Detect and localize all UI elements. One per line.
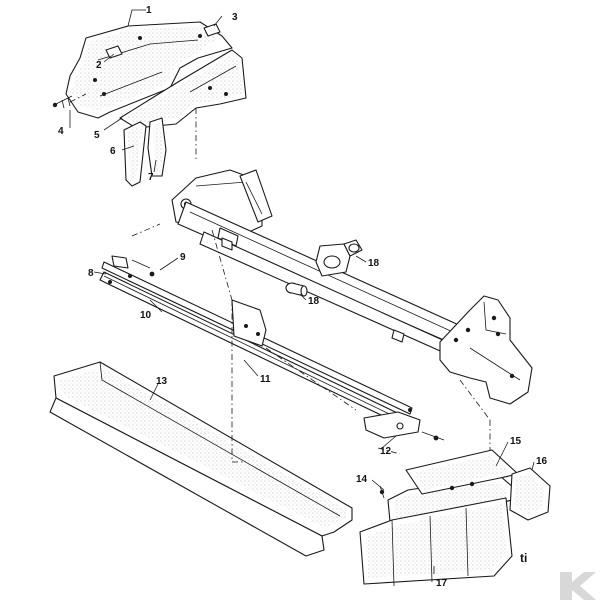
callout-14: 14	[356, 474, 368, 485]
callout-18-lower: 18	[308, 296, 320, 307]
brand-logo	[560, 572, 596, 600]
side-shield-left	[123, 121, 147, 187]
callout-2: 2	[96, 60, 102, 71]
callout-11: 11	[260, 374, 271, 385]
front-skirt-shield	[49, 361, 353, 557]
callout-8: 8	[88, 268, 94, 279]
callout-6: 6	[110, 146, 116, 157]
callout-10: 10	[140, 310, 152, 321]
leader-lines	[69, 9, 535, 574]
callout-labels: 1 2 3 4 5 6 7 8 9 10 11 12 13 14 15 16 1…	[58, 5, 548, 589]
right-guard-assembly	[359, 449, 551, 587]
callout-4: 4	[58, 126, 64, 137]
callout-1: 1	[146, 5, 152, 16]
bushing	[285, 282, 308, 297]
shield-hardware	[52, 23, 221, 109]
callout-9: 9	[180, 252, 186, 263]
center-bracket	[231, 299, 267, 347]
assembly-connection-lines	[69, 93, 491, 463]
shield-rear-plate	[119, 49, 247, 129]
callout-13: 13	[156, 376, 168, 387]
callout-15: 15	[510, 436, 522, 447]
callout-3: 3	[232, 12, 238, 23]
callout-5: 5	[94, 130, 100, 141]
callout-17: 17	[436, 578, 448, 589]
callout-16: 16	[536, 456, 548, 467]
callout-7: 7	[148, 172, 154, 183]
callout-18-upper: 18	[368, 258, 380, 269]
corner-mark: ti	[520, 551, 527, 565]
side-shield-right	[147, 117, 167, 177]
callout-12: 12	[380, 446, 392, 457]
gearbox-shield	[65, 21, 233, 119]
main-frame-beam	[171, 169, 533, 405]
